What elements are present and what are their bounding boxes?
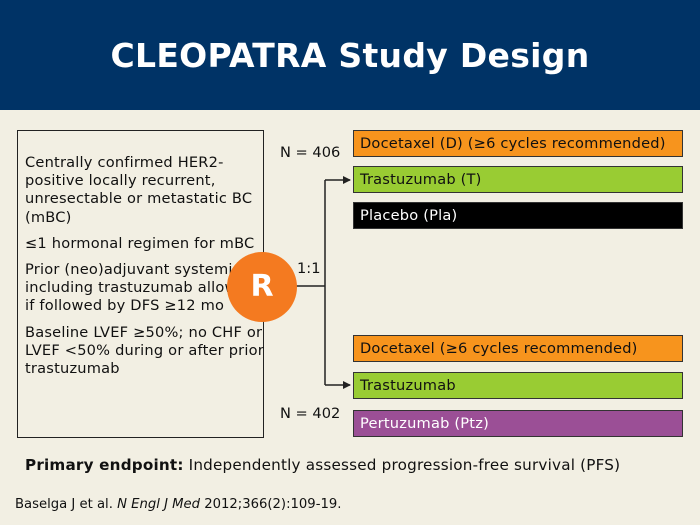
primary-endpoint: Primary endpoint: Independently assessed… — [25, 456, 620, 474]
top-arm-docetaxel: Docetaxel (D) (≥6 cycles recommended) — [353, 130, 683, 157]
citation-journal: N Engl J Med — [117, 497, 201, 512]
criterion-hormonal: ≤1 hormonal regimen for mBC — [25, 234, 255, 252]
title-banner — [0, 0, 700, 110]
eligibility-box — [17, 130, 264, 438]
criterion-her2: Centrally confirmed HER2-positive locall… — [25, 154, 253, 226]
top-arm-trastuzumab: Trastuzumab (T) — [353, 166, 683, 193]
eligibility-criteria: Centrally confirmed HER2-positive locall… — [25, 154, 265, 386]
top-arm-n: N = 406 — [280, 144, 341, 161]
citation: Baselga J et al. N Engl J Med 2012;366(2… — [15, 497, 341, 512]
bottom-arm-pertuzumab: Pertuzumab (Ptz) — [353, 410, 683, 437]
endpoint-text: Independently assessed progression-free … — [183, 456, 621, 474]
criterion-lvef: Baseline LVEF ≥50%; no CHF or LVEF <50% … — [25, 323, 264, 378]
bottom-arm-trastuzumab: Trastuzumab — [353, 372, 683, 399]
endpoint-label: Primary endpoint: — [25, 456, 184, 474]
citation-authors: Baselga J et al. — [15, 497, 118, 512]
randomization-ratio: 1:1 — [297, 260, 321, 277]
citation-details: 2012;366(2):109-19. — [200, 497, 342, 512]
criterion-prior-rx: Prior (neo)adjuvant systemic Rx includin… — [25, 261, 265, 315]
bottom-arm-docetaxel: Docetaxel (≥6 cycles recommended) — [353, 335, 683, 362]
top-arm-placebo: Placebo (Pla) — [353, 202, 683, 229]
page-title: CLEOPATRA Study Design — [110, 36, 590, 75]
randomization-circle: R — [227, 252, 297, 322]
bottom-arm-n: N = 402 — [280, 405, 341, 422]
